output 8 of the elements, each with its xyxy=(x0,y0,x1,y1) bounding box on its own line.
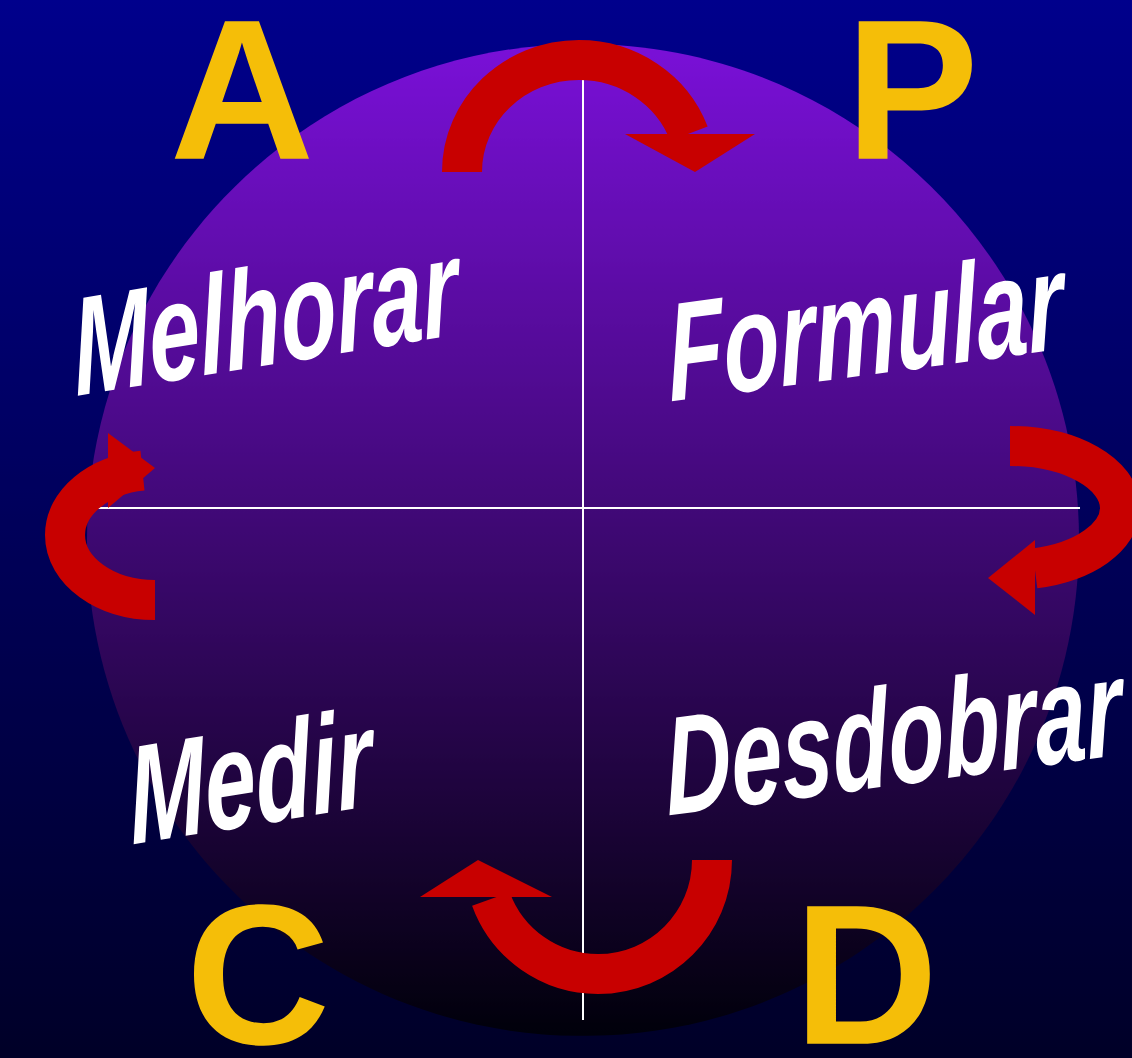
phase-word: Melhorar xyxy=(77,258,460,396)
phase-word: Desdobrar xyxy=(669,673,1124,816)
phase-word: Formular xyxy=(671,258,1066,402)
phase-word: Medir xyxy=(133,709,374,845)
phase-letter: A xyxy=(174,21,309,159)
phase-letter: C xyxy=(194,904,325,1046)
phase-letter: D xyxy=(807,906,930,1044)
phase-letter: P xyxy=(858,21,972,159)
